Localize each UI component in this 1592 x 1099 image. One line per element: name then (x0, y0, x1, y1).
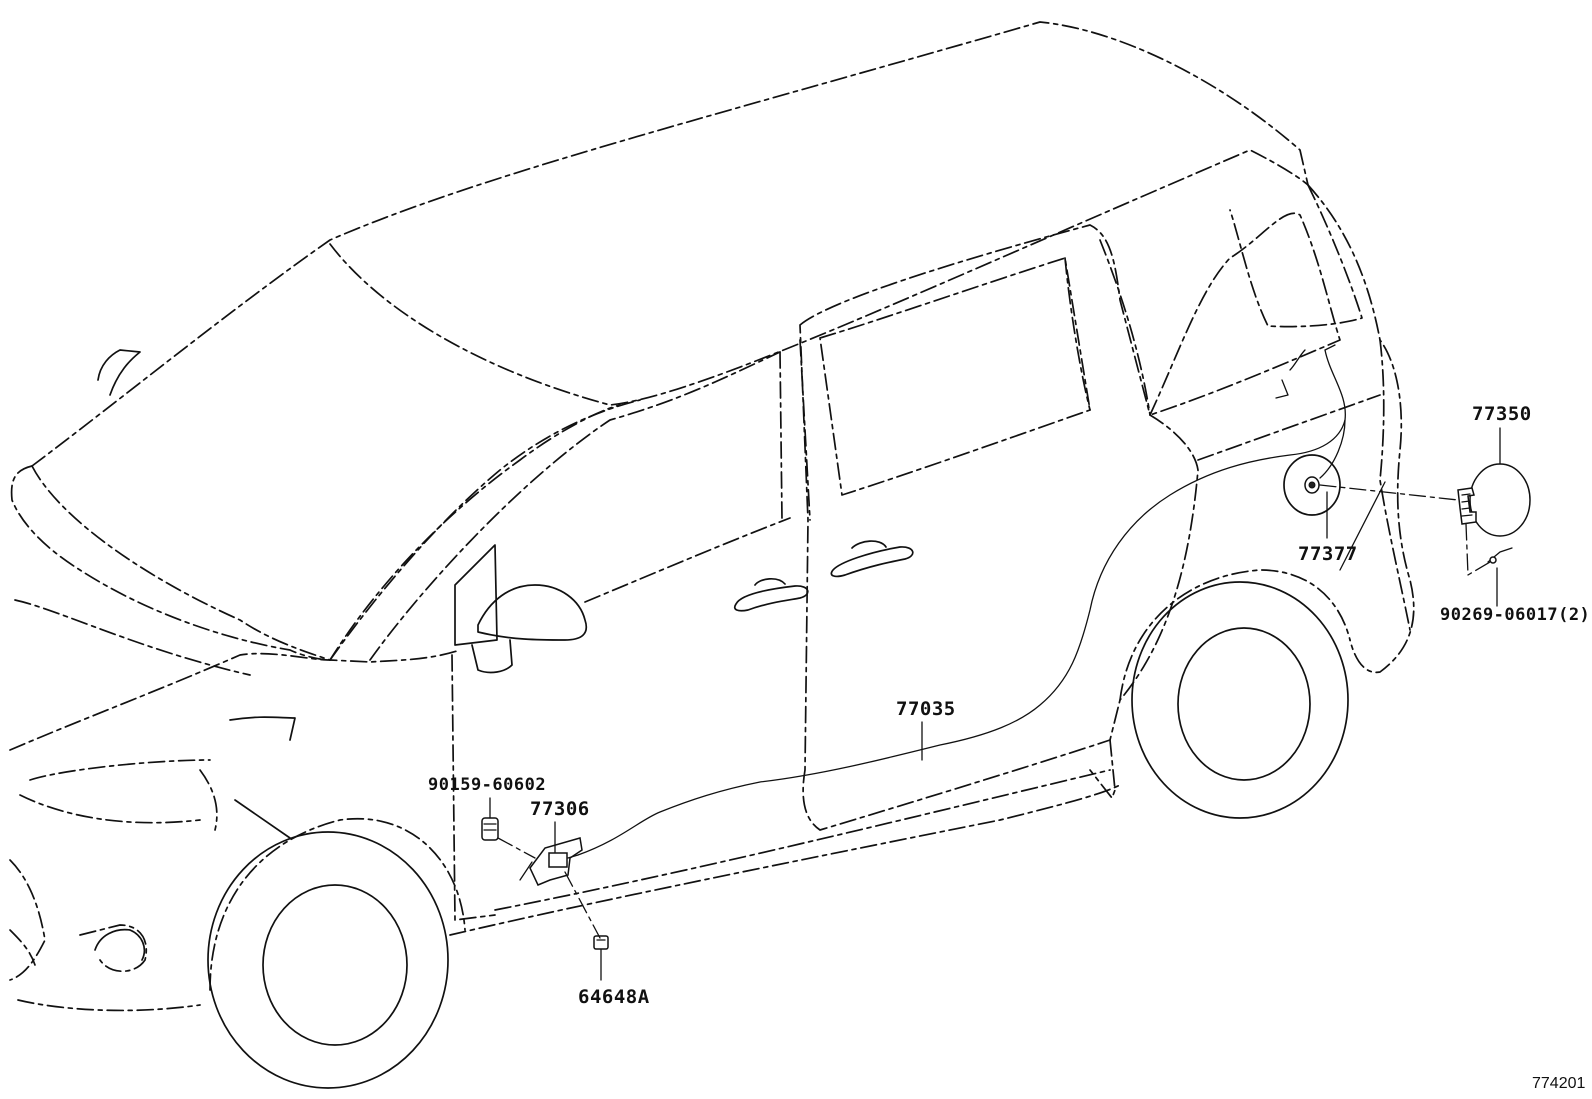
front-door-handle (733, 585, 809, 612)
vehicle-outline (9, 21, 1415, 1012)
label-64648A: 64648A (578, 986, 650, 1008)
opener-lever-77306 (519, 837, 583, 886)
fuel-lid-recess (1283, 454, 1341, 516)
screw-90269-06017 (1487, 547, 1513, 564)
plug-64648A (593, 935, 609, 950)
opener-cable-77035 (577, 344, 1346, 856)
front-wheel (207, 831, 449, 1089)
body-solid-lines (94, 349, 1341, 961)
sliding-door-handle (830, 546, 914, 578)
label-77350: 77350 (1472, 403, 1532, 425)
side-mirror (477, 584, 588, 641)
label-90159-60602: 90159-60602 (428, 775, 546, 795)
label-77306: 77306 (530, 798, 590, 820)
rear-wheel (1131, 581, 1349, 819)
fuel-lid-77350 (1457, 463, 1531, 537)
label-90269-06017: 90269-06017(2) (1440, 605, 1590, 625)
figure-number: 774201 (1532, 1075, 1585, 1092)
leader-lines (489, 427, 1501, 981)
label-77035: 77035 (896, 698, 956, 720)
clip-90159-60602 (481, 817, 499, 841)
lid-lock-77377 (1304, 476, 1320, 494)
label-77377: 77377 (1298, 543, 1358, 565)
part-labels: 77350 77377 90269-06017(2) 77035 90159-6… (428, 403, 1590, 1092)
